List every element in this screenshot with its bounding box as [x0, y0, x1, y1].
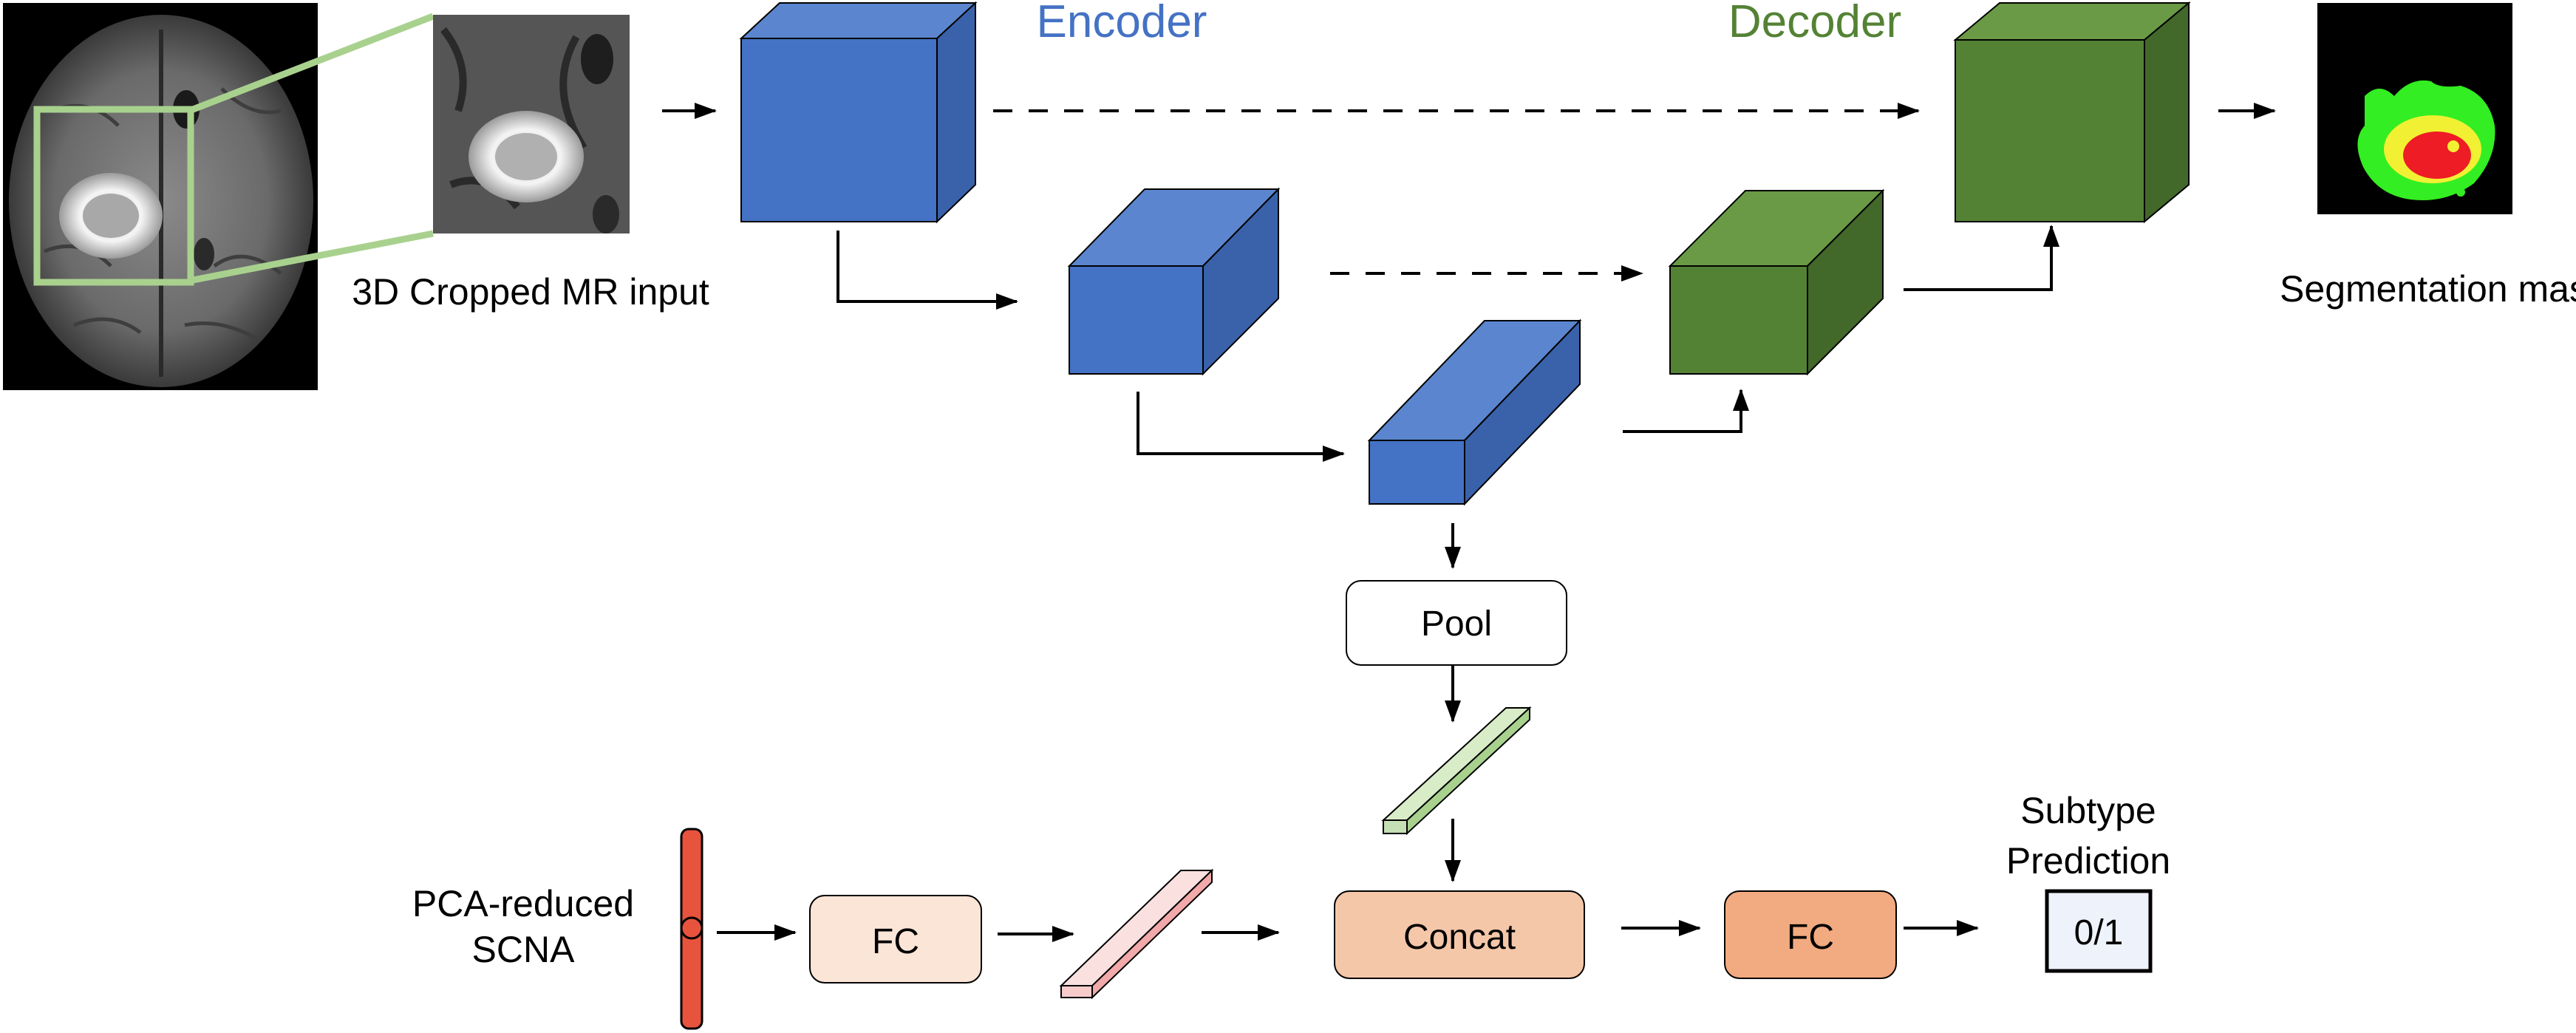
output-label: Segmentation mask — [2280, 268, 2576, 310]
decoder-block-1 — [1953, 1, 2191, 224]
fc-scna-box — [809, 895, 982, 983]
zoom-line-bottom — [188, 230, 434, 284]
image-feature-vector — [1381, 706, 1532, 836]
arrow-enc3-to-dec2 — [1623, 389, 1749, 433]
crop-region-frame — [33, 106, 194, 286]
fc-output-box — [1724, 890, 1897, 979]
subtype-label-line1: Subtype — [2020, 790, 2156, 831]
arrow-enc1-to-enc2 — [836, 231, 1018, 310]
concat-box — [1334, 890, 1585, 979]
scna-feature-vector — [1059, 868, 1214, 1000]
decoder-header: Decoder — [1728, 0, 1901, 47]
pool-box — [1346, 580, 1567, 666]
fc-scna-label: FC — [872, 922, 919, 961]
connections — [662, 103, 2276, 942]
encoder-block-2 — [1067, 187, 1281, 376]
arrow-dec2-to-dec1 — [1904, 225, 2059, 291]
subtype-label-line2: Prediction — [2006, 840, 2170, 882]
fc-output-label: FC — [1787, 918, 1834, 957]
prediction-value: 0/1 — [2074, 913, 2124, 952]
scna-label-line1: PCA-reduced — [412, 883, 634, 924]
scna-label-line2: SCNA — [472, 929, 576, 970]
prediction-box — [2045, 889, 2153, 973]
encoder-block-1 — [739, 1, 978, 224]
arrow-enc2-to-enc3 — [1137, 392, 1345, 462]
segmentation-mask-image — [2317, 3, 2512, 214]
encoder-block-3 — [1367, 318, 1582, 506]
scna-vector — [680, 828, 703, 1030]
zoom-line-top — [188, 13, 435, 115]
input-label: 3D Cropped MR input — [352, 271, 709, 313]
pool-label: Pool — [1421, 604, 1492, 644]
decoder-block-2 — [1668, 188, 1885, 376]
mr-brain-image — [3, 3, 318, 390]
concat-label: Concat — [1403, 918, 1516, 957]
encoder-header: Encoder — [1037, 0, 1207, 47]
cropped-mr-image — [433, 15, 630, 233]
